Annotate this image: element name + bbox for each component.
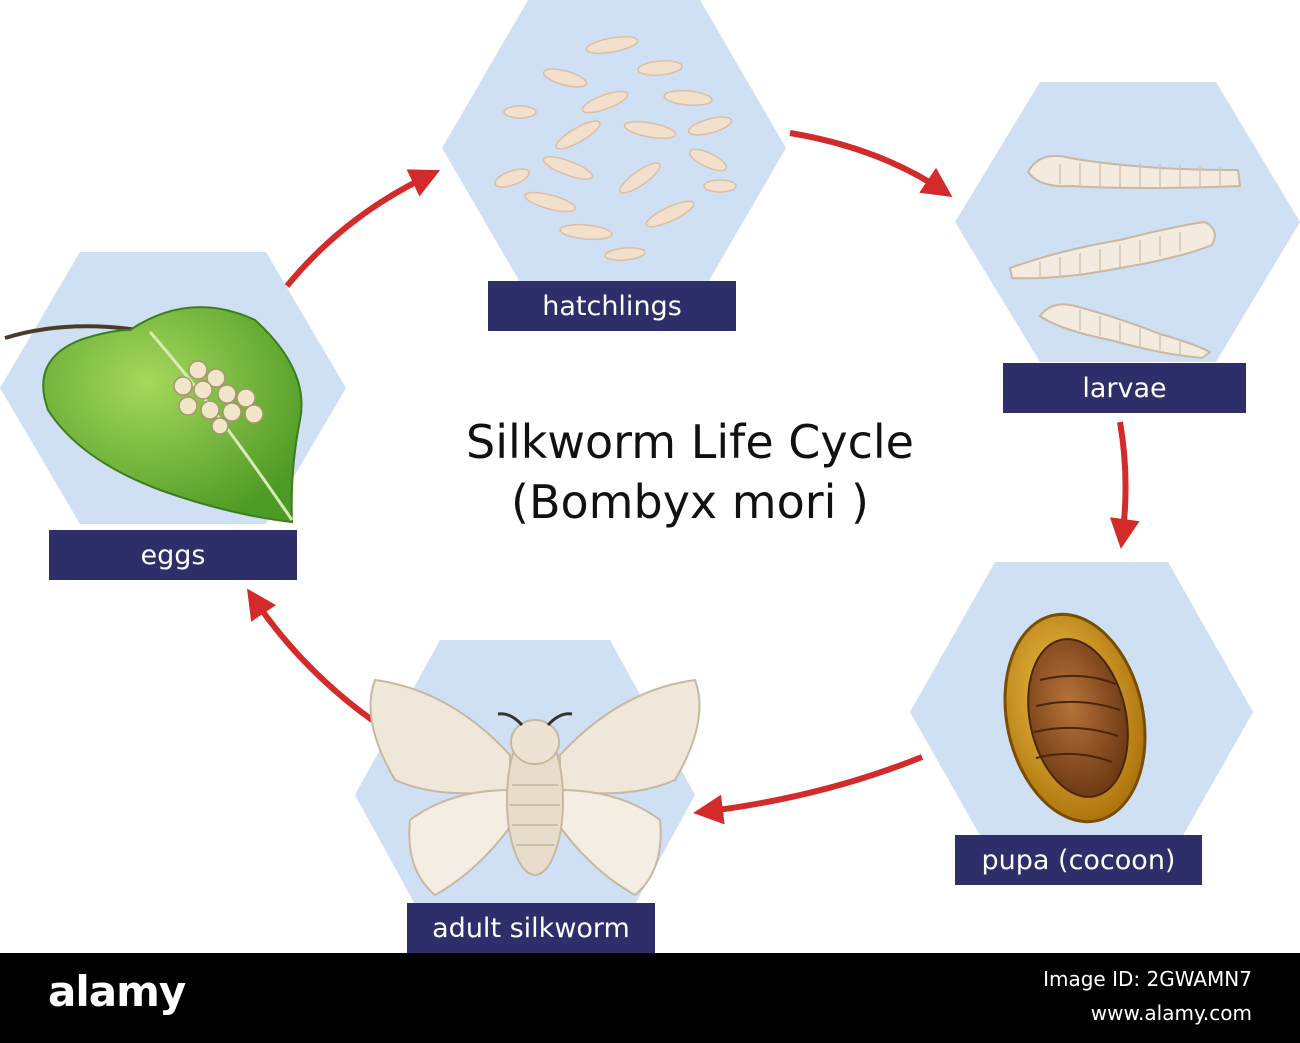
eggs-illustration	[4, 306, 303, 524]
arrow-larvae-to-pupa	[1109, 421, 1140, 549]
adult-moth-illustration	[369, 678, 701, 897]
larvae-illustration	[1008, 154, 1242, 360]
larva-2	[1008, 220, 1216, 280]
life-cycle-diagram: hatchlings larvae pupa (cocoon) adult si…	[0, 0, 1300, 953]
diagram-graphics	[0, 0, 1300, 950]
image-id-text: Image ID: 2GWAMN7	[1043, 967, 1252, 991]
hatchlings-label: hatchlings	[488, 281, 736, 331]
larva-1	[1026, 154, 1242, 189]
alamy-url-text: www.alamy.com	[1090, 1001, 1252, 1025]
eggs-label: eggs	[49, 530, 297, 580]
alamy-logo: alamy	[48, 967, 186, 1016]
arrow-adult-to-eggs	[247, 588, 374, 723]
arrow-eggs-to-hatchlings	[284, 169, 441, 288]
title-line-2: (Bombyx mori )	[511, 475, 869, 529]
larvae-hexagon	[955, 82, 1300, 362]
adult-label: adult silkworm	[407, 903, 655, 953]
diagram-title: Silkworm Life Cycle (Bombyx mori )	[380, 412, 1000, 532]
larvae-label: larvae	[1003, 363, 1246, 413]
pupa-illustration	[1003, 612, 1147, 824]
hatchlings-hexagon	[442, 0, 786, 296]
arrow-pupa-to-adult	[693, 754, 924, 825]
arrow-hatchlings-to-larvae	[789, 130, 953, 198]
hatchlings-illustration	[494, 36, 737, 261]
pupa-label: pupa (cocoon)	[955, 835, 1202, 885]
watermark-bar: alamy Image ID: 2GWAMN7 www.alamy.com	[0, 953, 1300, 1043]
larva-3	[1038, 303, 1212, 360]
title-line-1: Silkworm Life Cycle	[466, 415, 914, 469]
